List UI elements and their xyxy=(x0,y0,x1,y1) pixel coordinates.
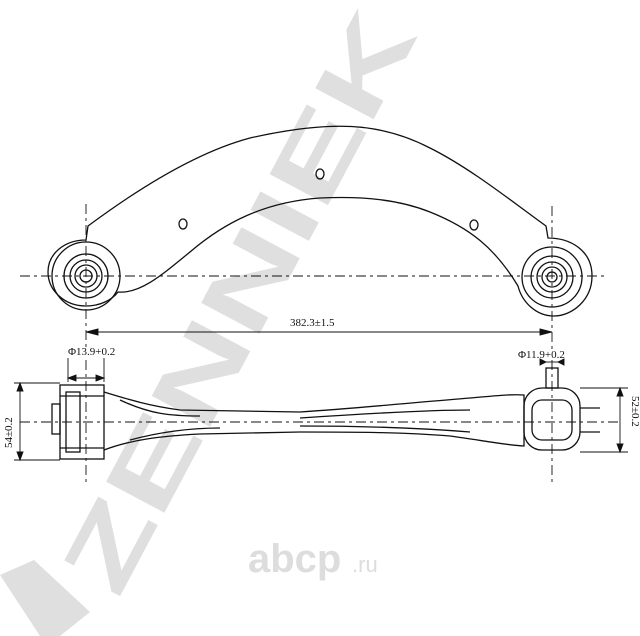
top-centerlines xyxy=(20,204,608,350)
bore-dimensions xyxy=(66,358,565,382)
arm-hole-3 xyxy=(469,219,479,231)
brand-chevron-icon xyxy=(0,560,90,636)
arm-side-body xyxy=(103,391,525,451)
arm-hole-2 xyxy=(315,168,325,180)
site-logo-text: abcp xyxy=(248,537,341,581)
site-logo-suffix: .ru xyxy=(352,552,378,577)
length-dim-label: 382.3±1.5 xyxy=(290,317,335,329)
right-width-dim-label: 52±0.2 xyxy=(629,396,640,427)
width-dimensions xyxy=(14,381,628,462)
arm-hole-1 xyxy=(178,218,188,230)
right-bore-dim-label: Φ11.9+0.2 xyxy=(518,349,565,361)
left-width-dim-label: 54±0.2 xyxy=(3,417,15,448)
side-centerlines xyxy=(20,360,620,482)
site-logo: abcp .ru xyxy=(248,537,378,581)
brand-watermark: ZENNIEK xyxy=(0,0,437,636)
brand-watermark-text: ZENNIEK xyxy=(42,0,437,610)
left-bore-dim-label: Φ13.9+0.2 xyxy=(68,346,115,358)
length-dimension xyxy=(85,328,553,336)
